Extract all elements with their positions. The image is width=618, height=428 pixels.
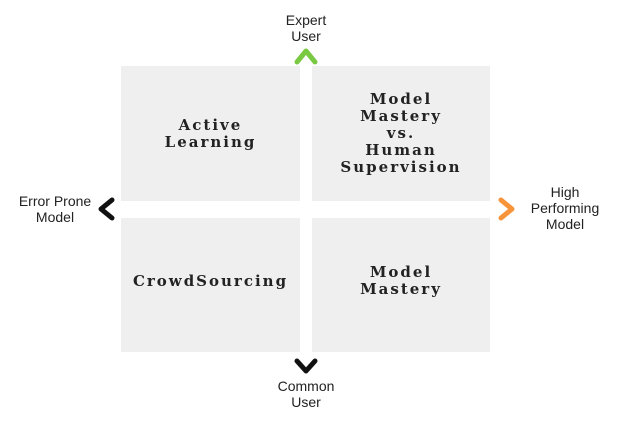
quadrant-bottom-right: Model Mastery <box>312 218 490 352</box>
axis-label-common-user: Common User <box>277 378 335 410</box>
quadrant-top-left: Active Learning <box>121 66 300 201</box>
quadrant-label-mastery-vs-supervision: Model Mastery vs. Human Supervision <box>340 90 462 176</box>
axis-label-error-prone-model: Error Prone Model <box>18 193 92 225</box>
axis-label-high-performing-model: High Performing Model <box>530 184 600 232</box>
axis-label-expert-user: Expert User <box>285 12 327 44</box>
quadrant-bottom-left: CrowdSourcing <box>121 218 300 352</box>
quadrant-label-crowdsourcing: CrowdSourcing <box>132 271 289 290</box>
quadrant-label-active-learning: Active Learning <box>164 115 257 151</box>
quadrant-top-right: Model Mastery vs. Human Supervision <box>312 66 490 201</box>
vertical-axis-arrow <box>294 48 318 374</box>
quadrant-label-model-mastery: Model Mastery <box>360 263 442 298</box>
